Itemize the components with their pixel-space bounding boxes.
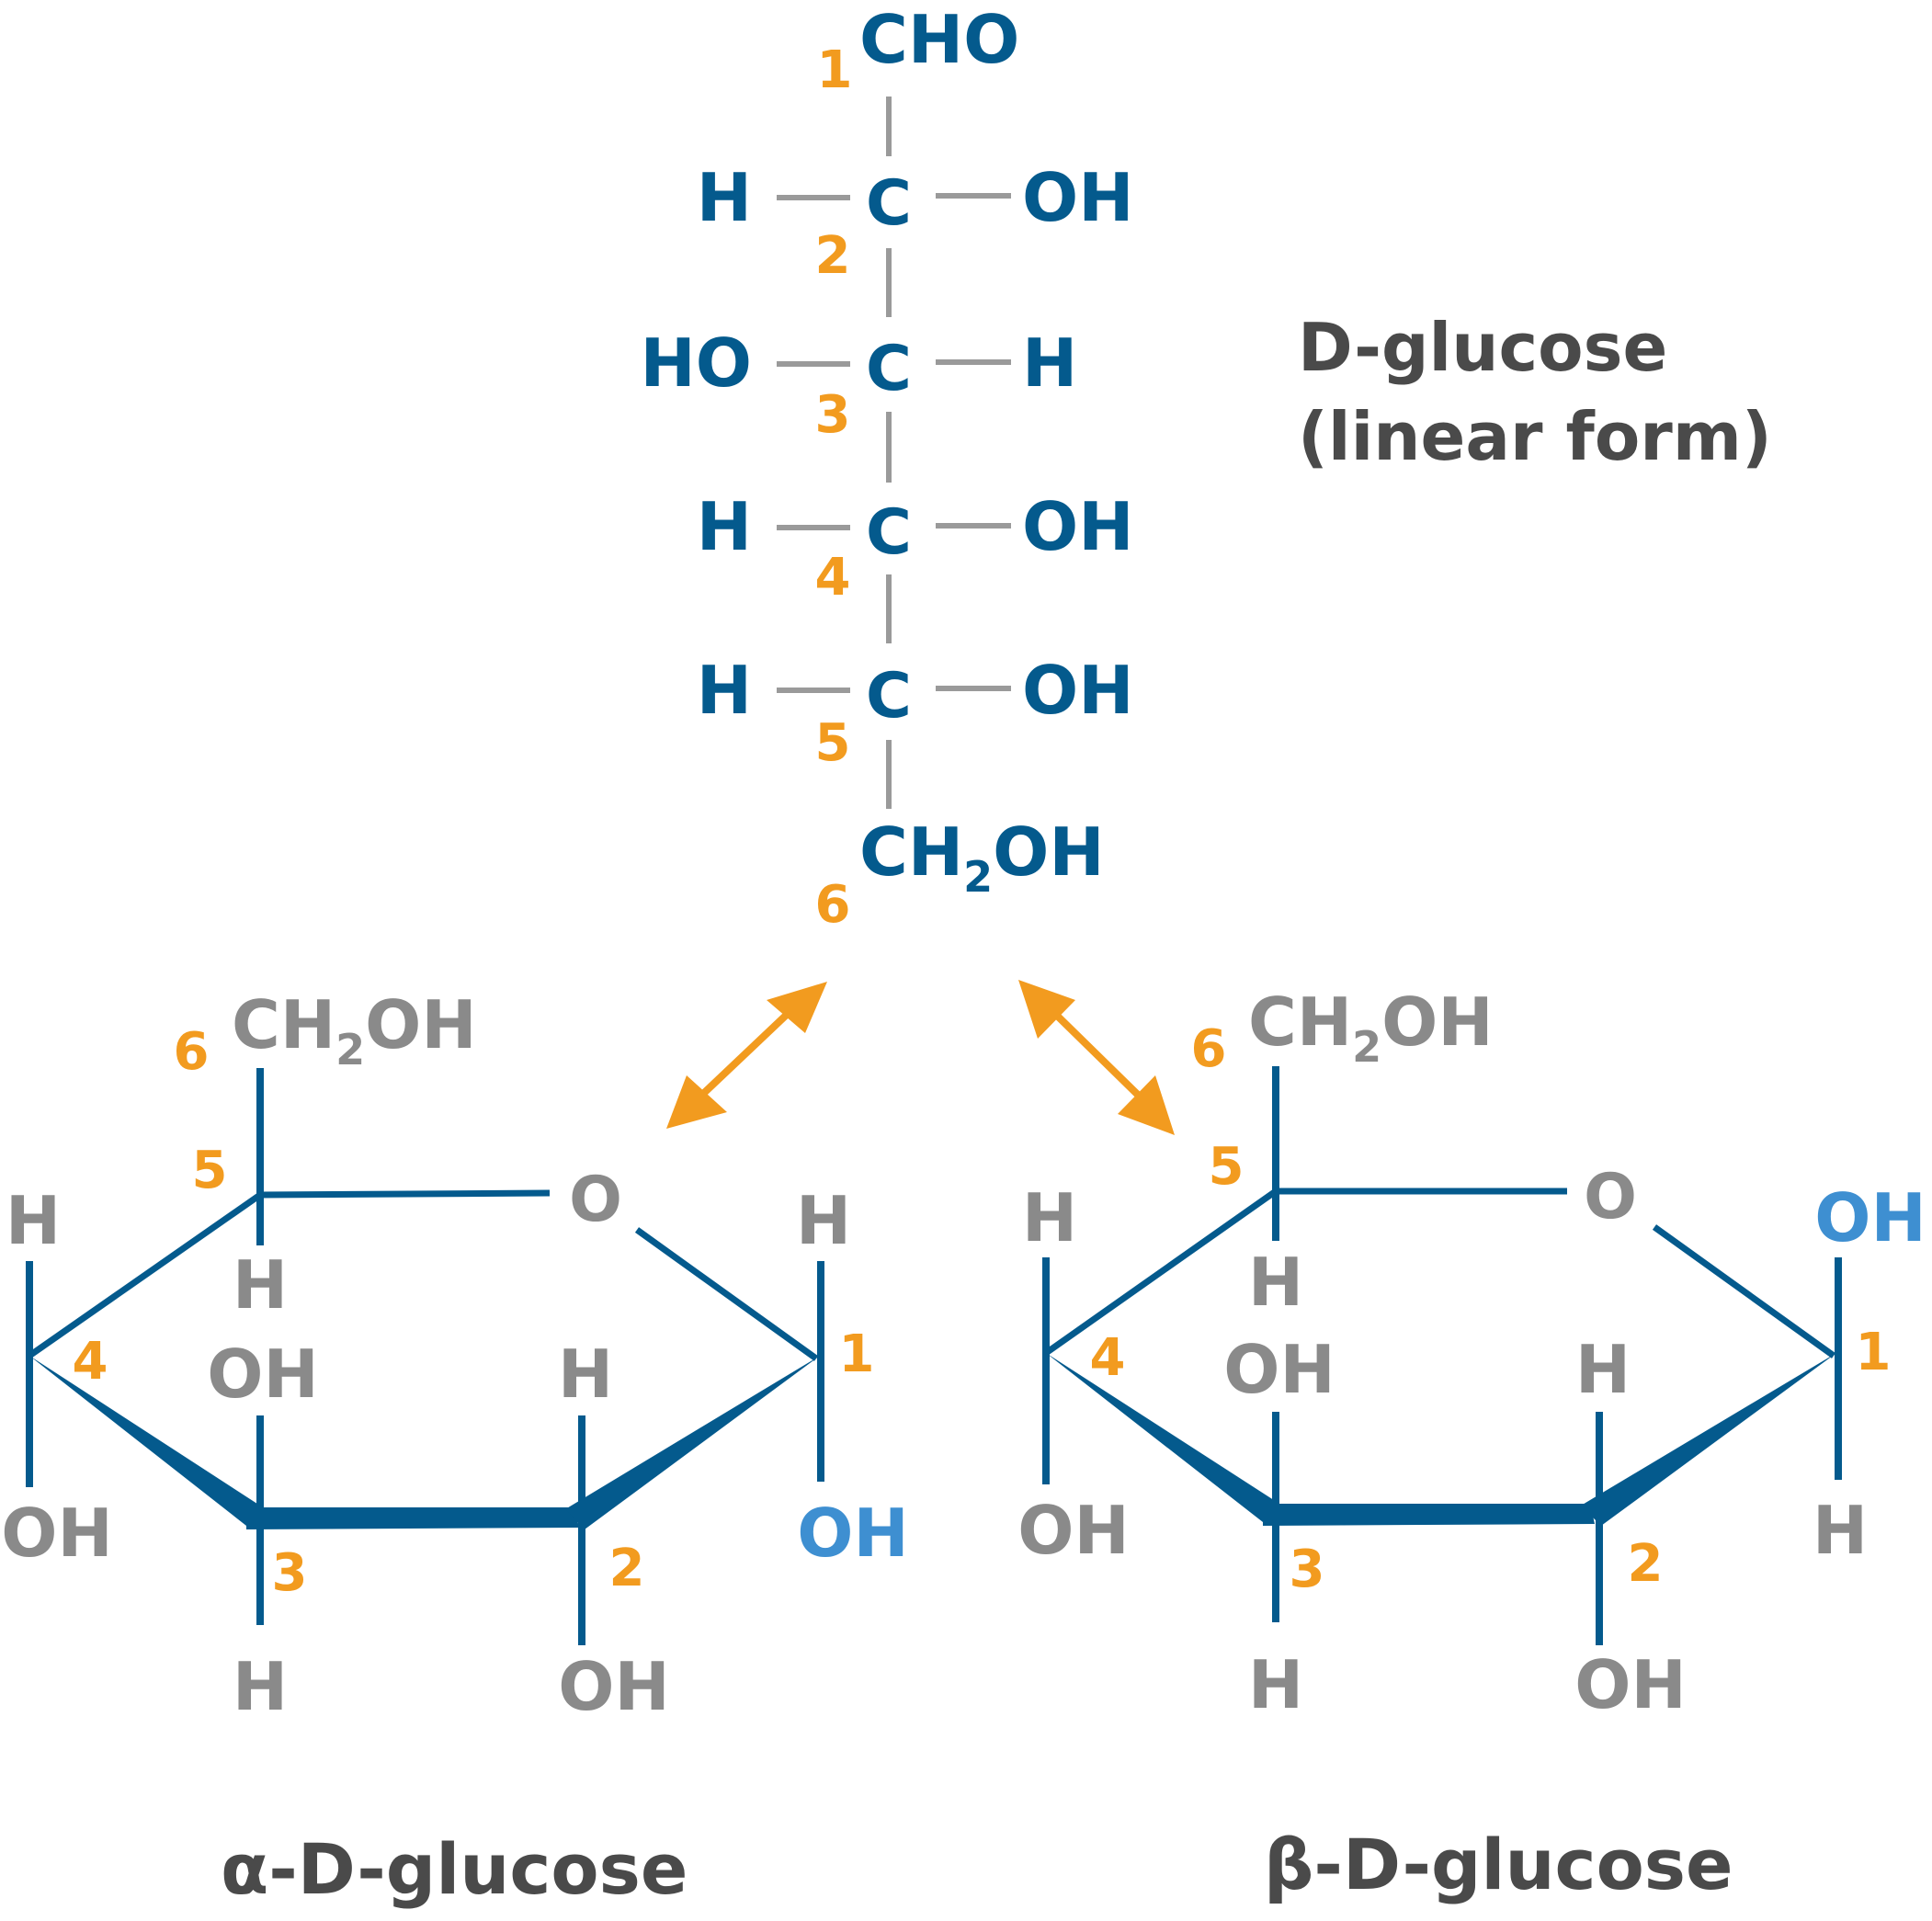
linear-c3-left: HO	[641, 324, 752, 402]
alpha-ring: CH2OH O H H OH OH H H OH H OH 6 5 4 3 2 …	[1, 986, 908, 1910]
linear-num-2: 2	[815, 226, 851, 286]
alpha-num-3: 3	[272, 1543, 308, 1603]
beta-wedge-c2-c1	[1581, 1353, 1836, 1526]
alpha-c1-oh: OH	[797, 1495, 908, 1572]
beta-ch2oh: CH2OH	[1248, 983, 1494, 1072]
beta-num-3: 3	[1290, 1540, 1325, 1599]
alpha-bond-c5-o	[259, 1189, 551, 1199]
linear-num-4: 4	[815, 548, 851, 608]
linear-c5: C	[866, 660, 912, 733]
equilibrium-arrows	[666, 980, 1175, 1135]
beta-wedge-c4-c3	[1046, 1353, 1279, 1522]
beta-c2-h: H	[1575, 1331, 1631, 1408]
beta-c3-h: H	[1248, 1646, 1303, 1723]
beta-bond-c3-c2	[1263, 1504, 1595, 1526]
linear-cho: CHO	[859, 1, 1019, 78]
linear-c2-left: H	[697, 159, 752, 236]
linear-c5-right: OH	[1022, 652, 1133, 729]
beta-c1-oh: OH	[1814, 1179, 1926, 1256]
linear-num-3: 3	[815, 385, 851, 445]
linear-c3: C	[866, 333, 912, 405]
linear-form: CHO C C C C H HO H H OH H OH OH CH2OH 1 …	[641, 1, 1772, 935]
alpha-c4-oh: OH	[1, 1495, 112, 1572]
linear-c2: C	[866, 167, 912, 240]
alpha-ring-oxygen: O	[569, 1164, 622, 1236]
beta-bond-c5-c4	[1043, 1188, 1279, 1356]
linear-c5-left: H	[697, 652, 752, 729]
beta-num-2: 2	[1628, 1534, 1664, 1594]
alpha-num-4: 4	[73, 1332, 108, 1392]
linear-c4-right: OH	[1022, 488, 1133, 565]
linear-num-1: 1	[817, 40, 853, 100]
alpha-c2-h: H	[558, 1336, 613, 1413]
alpha-c3-oh: OH	[207, 1336, 318, 1413]
arrow-linear-alpha	[666, 982, 827, 1129]
beta-c2-oh: OH	[1574, 1646, 1686, 1723]
beta-c5-h: H	[1248, 1244, 1303, 1321]
alpha-title: α-D-glucose	[221, 1828, 688, 1910]
beta-c3-oh: OH	[1223, 1331, 1335, 1408]
beta-ring: CH2OH O H H OH OH H H OH OH H 6 5 4 3 2 …	[1017, 983, 1926, 1905]
alpha-bond-c3-c2	[246, 1507, 579, 1529]
alpha-wedge-c4-c3	[29, 1356, 263, 1526]
alpha-num-2: 2	[609, 1539, 645, 1598]
alpha-c2-oh: OH	[558, 1648, 669, 1725]
alpha-c1-h: H	[796, 1182, 851, 1259]
linear-ch2oh: CH2OH	[859, 813, 1105, 902]
linear-c4-left: H	[697, 488, 752, 565]
alpha-ch2oh: CH2OH	[232, 986, 477, 1074]
alpha-num-6: 6	[174, 1022, 210, 1082]
beta-num-4: 4	[1090, 1328, 1126, 1388]
arrow-linear-beta	[1018, 980, 1175, 1135]
alpha-bond-c5-c4	[27, 1192, 263, 1358]
alpha-c5-h: H	[233, 1246, 288, 1324]
alpha-wedge-c2-c1	[565, 1356, 820, 1529]
beta-num-5: 5	[1209, 1137, 1244, 1197]
linear-num-5: 5	[815, 713, 851, 773]
linear-c4: C	[866, 496, 912, 569]
alpha-bond-o-c1	[634, 1227, 819, 1361]
beta-num-1: 1	[1856, 1323, 1892, 1382]
beta-c4-oh: OH	[1017, 1492, 1129, 1569]
alpha-num-5: 5	[192, 1141, 228, 1200]
beta-num-6: 6	[1191, 1019, 1227, 1079]
beta-c4-h: H	[1022, 1179, 1077, 1256]
linear-num-6: 6	[815, 875, 851, 935]
alpha-c4-h: H	[6, 1182, 61, 1259]
beta-c1-h: H	[1813, 1492, 1868, 1569]
alpha-c3-h: H	[233, 1648, 288, 1725]
beta-title: β-D-glucose	[1264, 1824, 1733, 1905]
beta-ring-oxygen: O	[1584, 1161, 1637, 1233]
linear-title-line2: (linear form)	[1298, 398, 1772, 475]
linear-c3-right: H	[1022, 324, 1077, 402]
linear-c2-right: OH	[1022, 159, 1133, 236]
beta-bond-o-c1	[1652, 1224, 1836, 1358]
alpha-num-1: 1	[839, 1324, 875, 1384]
linear-title-line1: D-glucose	[1298, 309, 1667, 386]
